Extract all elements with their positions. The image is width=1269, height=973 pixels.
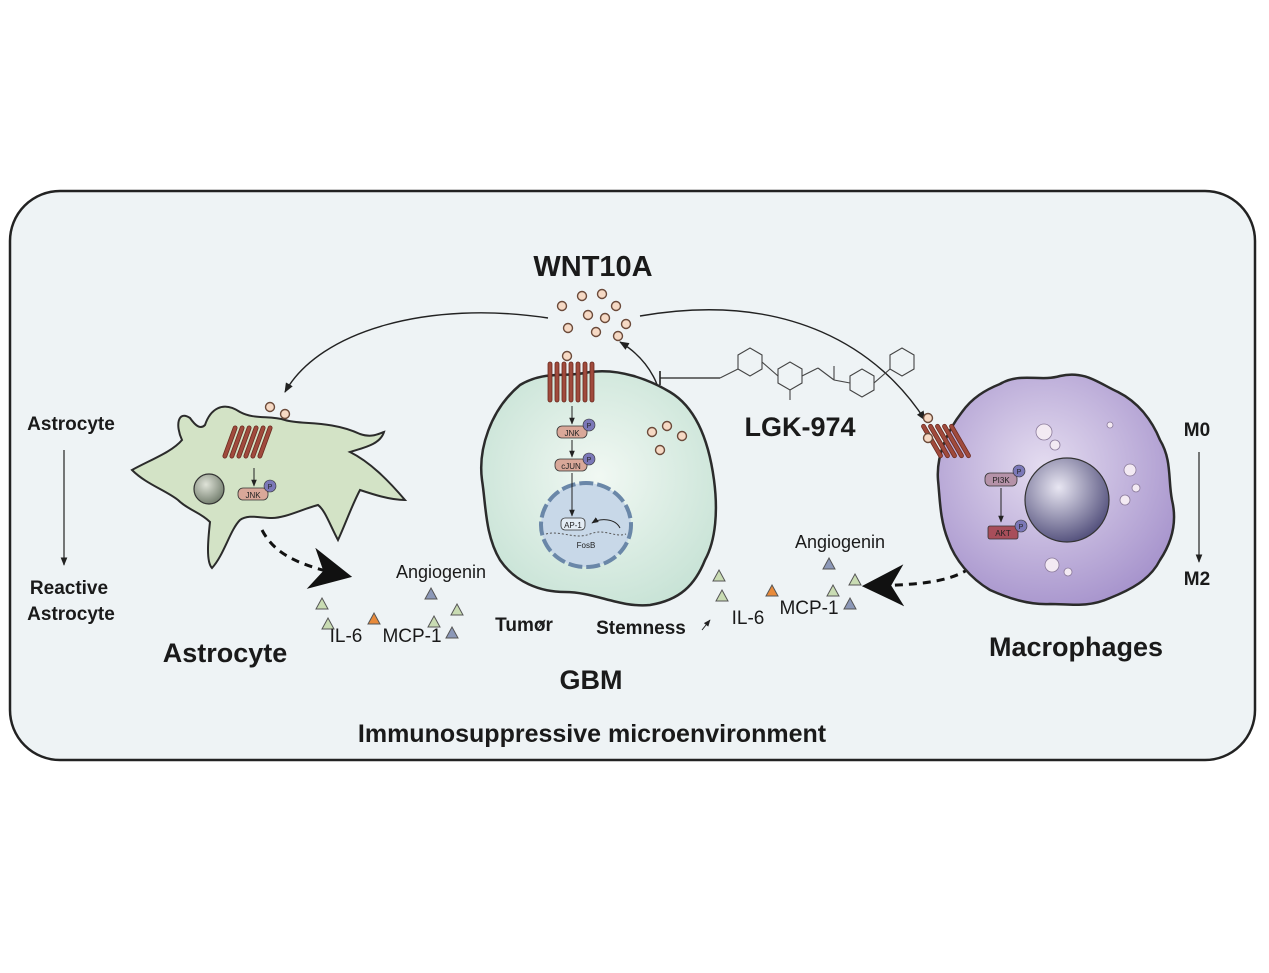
pi3k-phospho-icon: [1012, 464, 1026, 478]
cjun-label: cJUN: [561, 462, 581, 471]
astrocyte-jnk-label: JNK: [245, 491, 261, 500]
macrophage-vesicles: [1035, 421, 1141, 577]
akt-phospho-icon: [1014, 519, 1028, 533]
tumor-up-arrow: [536, 619, 546, 631]
wnt10a-ligand-cluster: [556, 288, 632, 342]
right-il6-label: IL-6: [732, 608, 765, 629]
akt-label: AKT: [995, 529, 1011, 538]
stemness-label: Stemness: [596, 618, 686, 639]
gbm-secreted-ligands: [646, 420, 688, 456]
arrow-to-macrophage: [639, 309, 926, 421]
ap1-label: AP-1: [564, 521, 582, 530]
astrocyte-secretion-arrow: [260, 529, 353, 589]
tumor-label: Tumor: [495, 615, 553, 636]
lgk974-label: LGK-974: [744, 412, 855, 442]
macrophage-nucleus: [1024, 457, 1110, 543]
gbm-jnk-p-label: P: [587, 423, 592, 430]
pi3k-p-label: P: [1017, 469, 1022, 476]
reactive-label-line2: Astrocyte: [27, 604, 115, 625]
arrow-to-astrocyte: [284, 312, 549, 393]
right-angiogenin-label: Angiogenin: [795, 532, 885, 552]
left-il6-label: IL-6: [330, 626, 363, 647]
astrocyte-phospho-icon: [263, 479, 277, 493]
m2-label: M2: [1184, 569, 1210, 590]
macrophages-label: Macrophages: [989, 632, 1163, 662]
m0-label: M0: [1184, 420, 1210, 441]
stemness-up-arrow: [701, 619, 711, 631]
astrocyte-nucleus: [193, 473, 225, 505]
ap1-node: [560, 517, 586, 531]
right-cytokines: [712, 556, 862, 610]
astrocyte-ligand-dots: [264, 401, 291, 420]
gbm-frizzled-receptor: [547, 361, 595, 403]
astrocyte-jnk-node: [237, 487, 269, 501]
astrocyte-p-label: P: [268, 484, 273, 491]
gbm-jnk-node: [556, 425, 588, 439]
wnt10a-title: WNT10A: [533, 251, 652, 283]
cjun-phospho-icon: [582, 452, 596, 466]
gbm-jnk-phospho-icon: [582, 418, 596, 432]
left-cytokines: [315, 586, 464, 639]
right-mcp1-label: MCP-1: [779, 598, 838, 619]
gbm-jnk-label: JNK: [564, 429, 580, 438]
pi3k-node: [984, 472, 1018, 487]
macrophage-ligand-dots: [922, 412, 934, 444]
fosb-label: FosB: [577, 541, 596, 550]
astrocyte-label: Astrocyte: [163, 638, 288, 668]
gbm-nucleus: [539, 481, 633, 569]
akt-node: [987, 525, 1019, 540]
left-angiogenin-label: Angiogenin: [396, 562, 486, 582]
astrocyte-frizzled-receptor: [222, 425, 273, 459]
microenvironment-caption: Immunosuppressive microenvironment: [358, 720, 827, 748]
left-mcp1-label: MCP-1: [382, 626, 441, 647]
reactive-label-line1: Reactive: [30, 578, 108, 599]
akt-p-label: P: [1019, 524, 1024, 531]
gbm-bound-ligand: [561, 350, 573, 362]
lgk974-structure: [719, 347, 915, 400]
cjun-p-label: P: [587, 457, 592, 464]
cjun-node: [554, 458, 588, 472]
gbm-label: GBM: [560, 665, 623, 695]
macrophage-secretion-arrow: [861, 564, 971, 607]
pi3k-label: PI3K: [992, 476, 1010, 485]
astrocyte-state-label: Astrocyte: [27, 414, 115, 435]
